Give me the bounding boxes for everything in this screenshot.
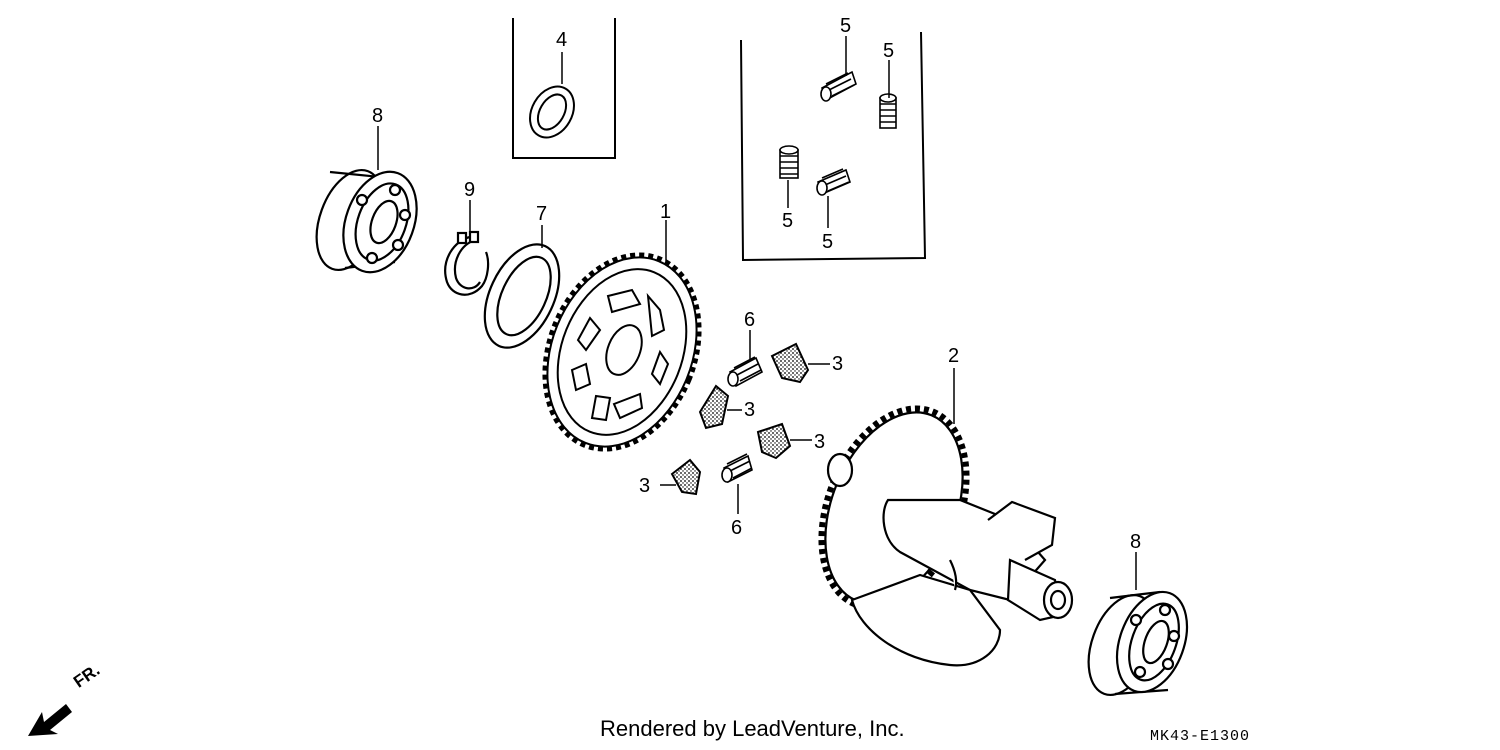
callouts: 1 2 3 3 3 3 4 5 5 5 5 6 6 7 8 8 9 xyxy=(372,15,1141,553)
callout-2: 2 xyxy=(948,345,959,367)
circlip-9 xyxy=(444,230,490,296)
callout-5a: 5 xyxy=(840,15,851,37)
spring-5-right xyxy=(879,93,897,129)
callout-1: 1 xyxy=(660,201,671,223)
roller-3-c xyxy=(756,422,792,460)
callout-6a: 6 xyxy=(744,309,755,331)
callout-7: 7 xyxy=(536,203,547,225)
callout-5c: 5 xyxy=(782,210,793,232)
balancer-shaft-2 xyxy=(818,405,1074,667)
washer-4 xyxy=(529,85,575,139)
inset-box-springs xyxy=(740,31,927,262)
roller-3-d xyxy=(670,458,702,496)
springs-5 xyxy=(779,70,897,196)
diagram-code: MK43-E1300 xyxy=(1150,728,1251,745)
washer-7 xyxy=(483,243,561,349)
spring-5-bottom xyxy=(816,168,851,196)
callout-5b: 5 xyxy=(883,40,894,62)
callout-6b: 6 xyxy=(731,517,742,539)
callout-3c: 3 xyxy=(814,431,825,453)
inset-box-washer xyxy=(512,18,616,159)
callout-9: 9 xyxy=(464,179,475,201)
bearing-8-left xyxy=(315,168,418,274)
front-arrow-icon xyxy=(28,704,72,736)
rollers-3 xyxy=(670,342,810,496)
callout-5d: 5 xyxy=(822,231,833,253)
spring-6-lower xyxy=(721,453,753,484)
spring-6-upper xyxy=(727,356,764,388)
gear-1 xyxy=(542,252,702,452)
bearing-8-right xyxy=(1087,590,1189,697)
leader-lines xyxy=(377,36,1137,590)
callout-3b: 3 xyxy=(744,399,755,421)
callout-4: 4 xyxy=(556,29,567,51)
roller-3-b xyxy=(698,384,730,430)
spring-5-top xyxy=(820,70,857,102)
callout-3d: 3 xyxy=(639,475,650,497)
callout-8a: 8 xyxy=(372,105,383,127)
roller-3-a xyxy=(770,342,810,384)
callout-3a: 3 xyxy=(832,353,843,375)
callout-8b: 8 xyxy=(1130,531,1141,553)
render-credit: Rendered by LeadVenture, Inc. xyxy=(600,716,905,741)
spring-5-left xyxy=(779,145,799,179)
